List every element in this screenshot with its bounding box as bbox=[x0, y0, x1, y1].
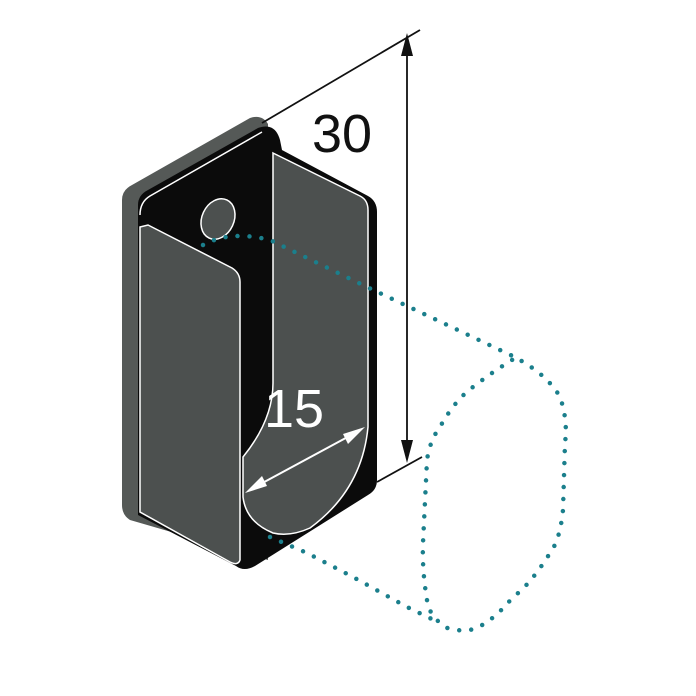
left-plate bbox=[139, 224, 241, 565]
diameter-label: 15 bbox=[264, 379, 324, 439]
arrow-right-icon bbox=[343, 427, 365, 444]
rod-outline-lower bbox=[267, 534, 443, 626]
edge-highlight bbox=[139, 131, 263, 216]
arrow-left-icon bbox=[245, 476, 267, 493]
mounting-hole bbox=[200, 198, 236, 240]
arrow-up-icon bbox=[401, 33, 413, 56]
diameter-dimension-line bbox=[254, 432, 356, 488]
height-label: 30 bbox=[312, 104, 372, 164]
extension-line-top bbox=[261, 29, 421, 124]
channel-panel bbox=[242, 151, 369, 535]
arrow-down-icon bbox=[401, 440, 413, 463]
extension-line-bottom bbox=[376, 456, 423, 483]
